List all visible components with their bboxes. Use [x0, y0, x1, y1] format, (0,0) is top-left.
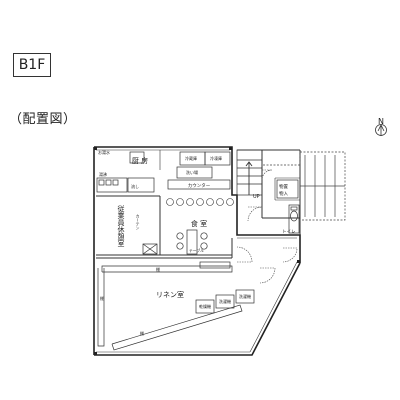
shelf-label-bottom: 棚	[140, 330, 144, 336]
pillars	[94, 147, 300, 355]
kitchen-label: 厨 房	[132, 156, 148, 165]
cleaning-sink-label: 洗い場	[186, 169, 198, 175]
shelf-label-left: 棚	[100, 295, 104, 301]
hot-water-label: お湯	[98, 149, 106, 155]
indoor-stairs	[236, 149, 263, 196]
storage-closet	[276, 179, 299, 199]
curtain-label: カーテン	[136, 214, 141, 230]
freezer-label: 冷凍庫	[210, 155, 222, 161]
toilet-label: トイレ	[282, 230, 296, 235]
storage-label: 物置	[279, 183, 288, 190]
toilet-room	[288, 204, 300, 234]
layout-caption: （配置図）	[9, 112, 77, 127]
washer-label-2: 洗濯機	[239, 293, 251, 299]
kitchen-fixtures	[96, 151, 231, 193]
shelf-label-top: 棚	[156, 266, 160, 272]
floor-badge: B1F	[13, 53, 51, 77]
staff-room-label: 従業員休憩室	[117, 204, 125, 247]
counter-label: カウンター	[188, 182, 211, 189]
water-heater-label: 湯沸	[99, 171, 107, 177]
linen-room-label: リネン室	[156, 290, 184, 299]
sink-label: 流し	[131, 183, 139, 189]
exterior-stairs	[261, 151, 346, 221]
fridge-label: 冷蔵庫	[185, 155, 197, 161]
dining-label: 食 室	[191, 219, 207, 228]
north-compass-icon: N	[375, 117, 387, 136]
stairs-up-label: UP	[253, 194, 260, 200]
linen-shelves	[97, 265, 255, 351]
compass-label: N	[378, 117, 384, 126]
dryer-label: 乾燥機	[199, 303, 211, 309]
washer-label-1: 洗濯機	[219, 298, 231, 304]
dining-table	[176, 229, 208, 255]
doors	[236, 169, 298, 284]
water-label: 水	[106, 149, 110, 155]
table-label: テーブル	[189, 248, 204, 253]
staff-room-fixtures	[142, 243, 231, 269]
storage-in-label: 物入	[279, 190, 288, 197]
counter-chairs	[166, 198, 234, 206]
